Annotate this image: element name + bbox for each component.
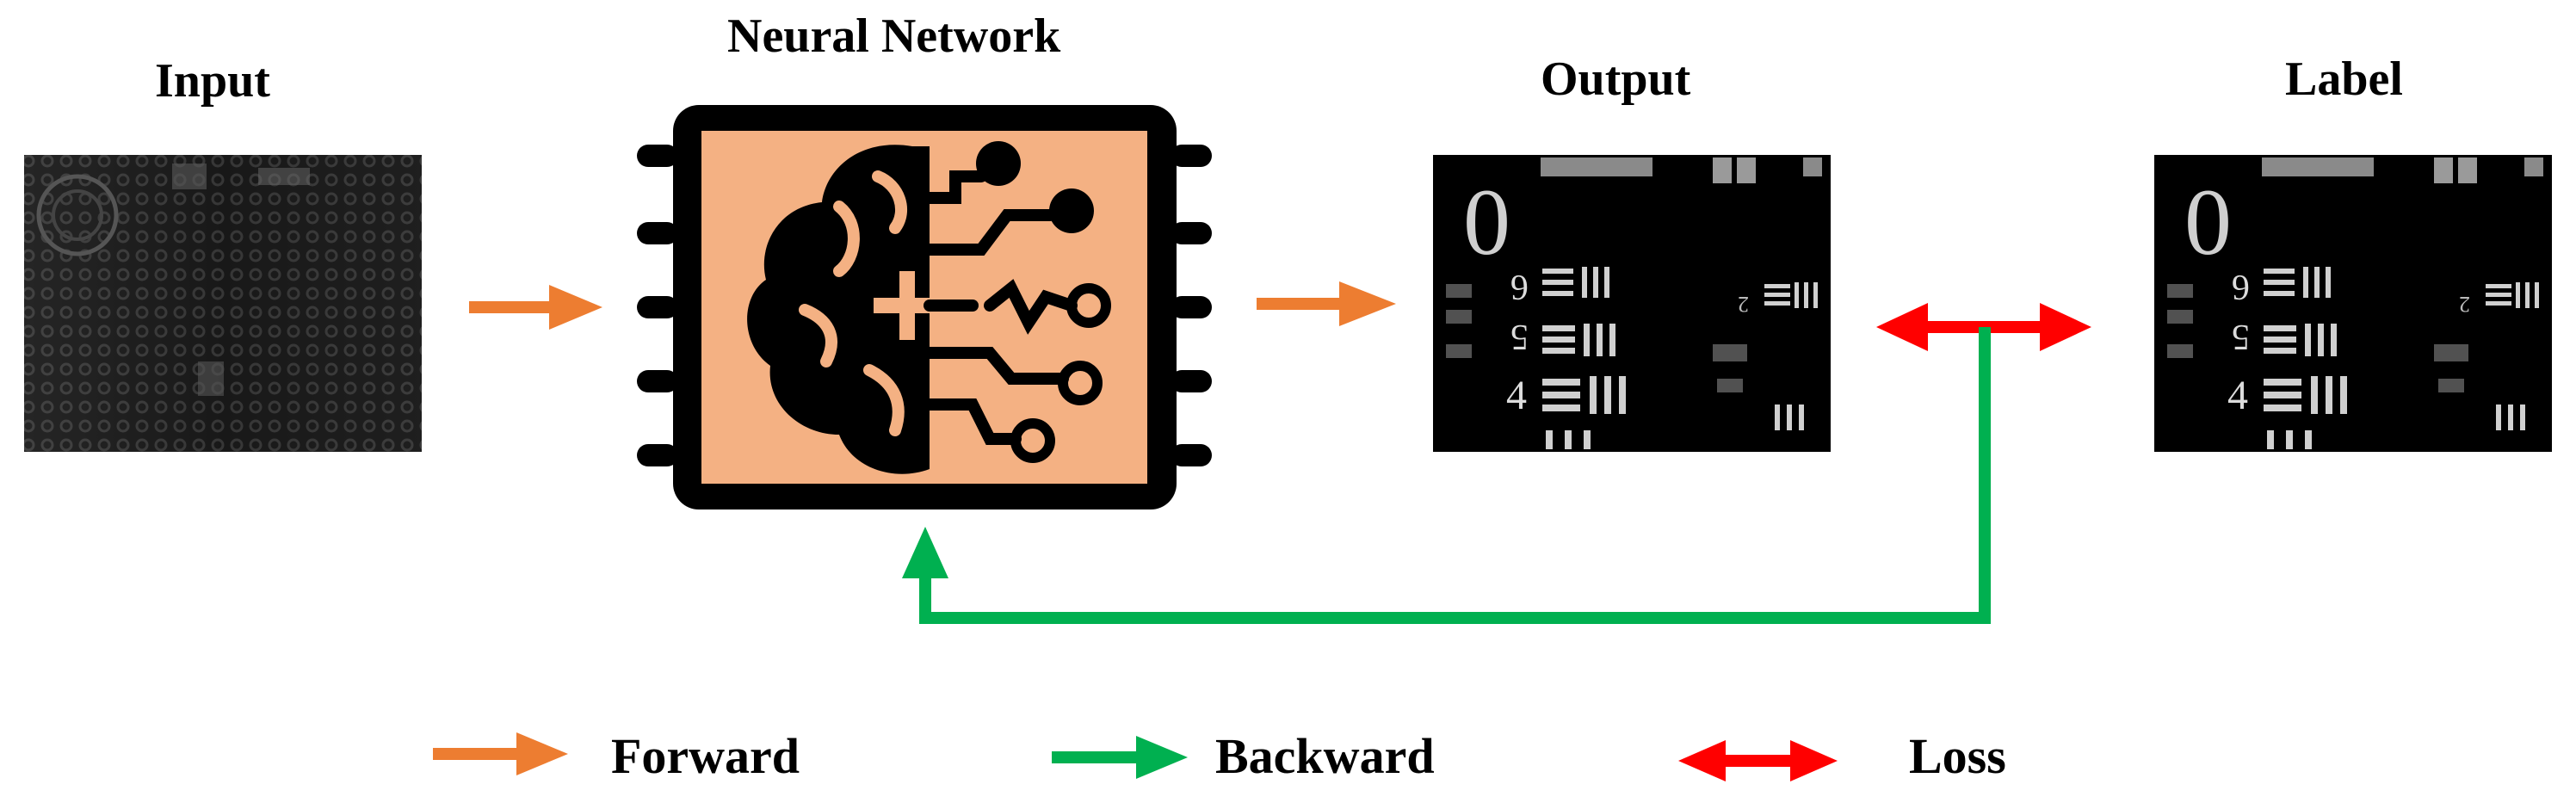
- label-digit-4: 4: [2227, 373, 2248, 418]
- legend-forward-arrow: [433, 732, 568, 775]
- legend-loss-arrow: [1678, 740, 1838, 781]
- backward-arrow-loss-to-network: [902, 327, 1991, 624]
- chip-pins-left: [637, 145, 678, 466]
- forward-arrow-input-to-network: [469, 285, 602, 330]
- label-label: Label: [2285, 52, 2403, 106]
- output-digit-2: 2: [1738, 292, 1749, 317]
- label-digit-6: 6: [2232, 267, 2250, 306]
- legend-backward-arrow: [1052, 736, 1188, 779]
- output-label: Output: [1541, 52, 1691, 106]
- output-digit-0: 0: [1463, 170, 1510, 275]
- label-digit-2: 2: [2459, 292, 2470, 317]
- brain-icon: [747, 141, 1111, 474]
- output-bar-groups: [1542, 267, 1818, 449]
- label-digit-0: 0: [2184, 170, 2232, 275]
- label-digit-5: 5: [2232, 317, 2250, 356]
- legend-backward-label: Backward: [1215, 728, 1435, 784]
- input-label: Input: [155, 54, 270, 108]
- forward-arrow-network-to-output: [1257, 281, 1396, 326]
- legend-loss-label: Loss: [1909, 728, 2006, 784]
- output-digit-4: 4: [1506, 373, 1527, 418]
- chip-pins-right: [1171, 145, 1212, 466]
- neural-network-label: Neural Network: [727, 9, 1061, 63]
- output-digit-6: 6: [1510, 267, 1529, 306]
- legend-forward-label: Forward: [611, 728, 800, 784]
- label-bar-groups: [2264, 267, 2539, 449]
- label-image: 0 6 5 4 2: [2154, 155, 2552, 452]
- output-digit-5: 5: [1510, 317, 1529, 356]
- input-image: [24, 155, 422, 452]
- output-image: 0 6 5 4 2: [1433, 155, 1831, 452]
- neural-network-chip: [637, 105, 1212, 509]
